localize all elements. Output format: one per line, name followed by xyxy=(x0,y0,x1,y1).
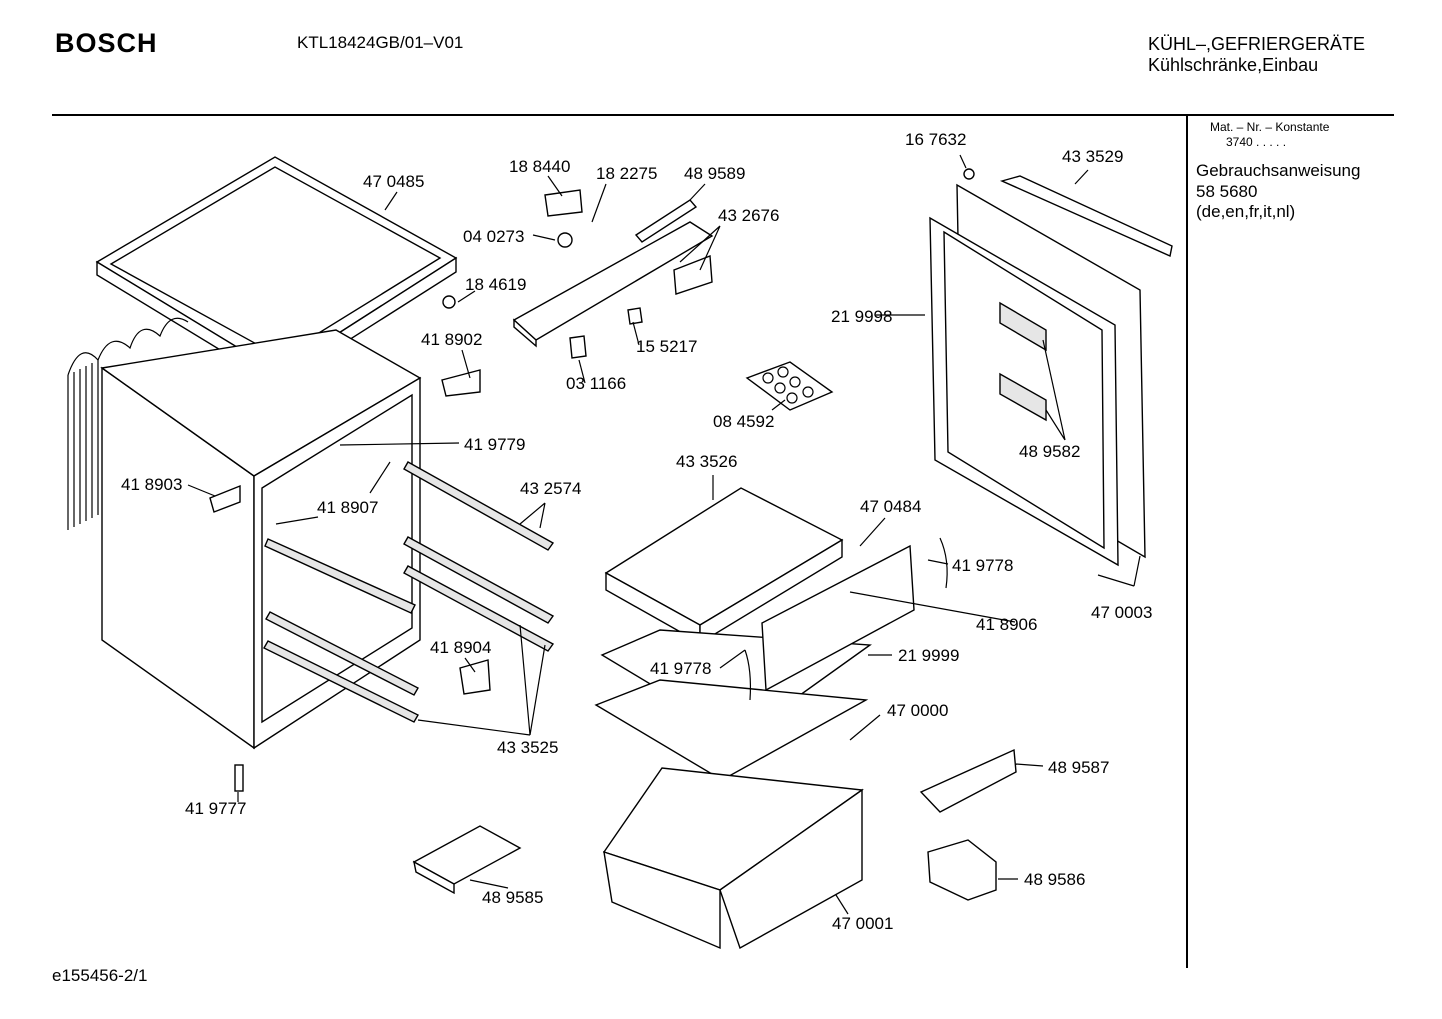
part-label-040273[interactable]: 04 0273 xyxy=(463,227,525,246)
manual-languages: (de,en,fr,it,nl) xyxy=(1196,202,1296,221)
leader-lines xyxy=(187,154,1141,915)
small-parts-drawing xyxy=(209,168,1017,901)
part-label-432574[interactable]: 43 2574 xyxy=(520,479,582,498)
sidebar-divider xyxy=(1186,116,1188,968)
part-label-470484[interactable]: 47 0484 xyxy=(860,497,922,516)
part-label-167632[interactable]: 16 7632 xyxy=(905,130,967,149)
part-label-489586[interactable]: 48 9586 xyxy=(1024,870,1086,889)
part-label-031166[interactable]: 03 1166 xyxy=(566,374,627,393)
part-label-470485[interactable]: 47 0485 xyxy=(363,172,425,191)
document-code: e155456-2/1 xyxy=(52,966,148,985)
part-label-418903[interactable]: 41 8903 xyxy=(121,475,183,494)
cabinet-drawing xyxy=(100,329,422,750)
rails-drawing xyxy=(263,461,555,723)
part-label-188440[interactable]: 18 8440 xyxy=(509,157,571,176)
part-label-433526[interactable]: 43 3526 xyxy=(676,452,738,471)
part-label-418906[interactable]: 41 8906 xyxy=(976,615,1038,634)
part-label-470003[interactable]: 47 0003 xyxy=(1091,603,1153,622)
header-divider xyxy=(52,114,1394,116)
part-label-489582[interactable]: 48 9582 xyxy=(1019,442,1081,461)
crisper-drawer-drawing xyxy=(602,767,864,950)
part-label-219999[interactable]: 21 9999 xyxy=(898,646,960,665)
mat-nr-header: Mat. – Nr. – Konstante xyxy=(1210,120,1330,134)
category-subtitle: Kühlschränke,Einbau xyxy=(1148,55,1319,75)
part-label-418907[interactable]: 41 8907 xyxy=(317,498,379,517)
part-label-419777[interactable]: 41 9777 xyxy=(185,799,247,818)
part-label-489585[interactable]: 48 9585 xyxy=(482,888,544,907)
part-label-433529[interactable]: 43 3529 xyxy=(1062,147,1124,166)
part-label-419778-door[interactable]: 41 9778 xyxy=(952,556,1014,575)
part-label-489589[interactable]: 48 9589 xyxy=(684,164,746,183)
part-label-155217[interactable]: 15 5217 xyxy=(636,337,698,356)
part-label-470001[interactable]: 47 0001 xyxy=(832,914,894,933)
part-label-418902[interactable]: 41 8902 xyxy=(421,330,483,349)
part-label-219998[interactable]: 21 9998 xyxy=(831,307,893,326)
part-label-182275[interactable]: 18 2275 xyxy=(596,164,658,183)
part-label-433525[interactable]: 43 3525 xyxy=(497,738,559,757)
condenser-coil-drawing xyxy=(67,317,189,530)
category-title: KÜHL–,GEFRIERGERÄTE xyxy=(1148,34,1366,54)
part-label-184619[interactable]: 18 4619 xyxy=(465,275,527,294)
part-label-432676[interactable]: 43 2676 xyxy=(718,206,780,225)
part-label-084592[interactable]: 08 4592 xyxy=(713,412,775,431)
part-label-418904[interactable]: 41 8904 xyxy=(430,638,492,657)
part-label-470000[interactable]: 47 0000 xyxy=(887,701,949,720)
control-panel-drawing xyxy=(442,189,714,359)
model-number: KTL18424GB/01–V01 xyxy=(297,33,464,52)
flap-drawing xyxy=(761,544,915,692)
manual-number: 58 5680 xyxy=(1196,182,1258,201)
egg-tray-drawing xyxy=(745,361,834,411)
part-label-489587[interactable]: 48 9587 xyxy=(1048,758,1110,777)
manual-title: Gebrauchsanweisung xyxy=(1196,161,1361,180)
brand-logo: BOSCH xyxy=(55,28,158,58)
door-drawing xyxy=(929,175,1173,567)
mat-nr-value: 3740 . . . . . xyxy=(1226,135,1287,149)
small-tray-drawing xyxy=(412,825,522,895)
part-label-419778-shelf[interactable]: 41 9778 xyxy=(650,659,712,678)
part-label-419779[interactable]: 41 9779 xyxy=(464,435,526,454)
